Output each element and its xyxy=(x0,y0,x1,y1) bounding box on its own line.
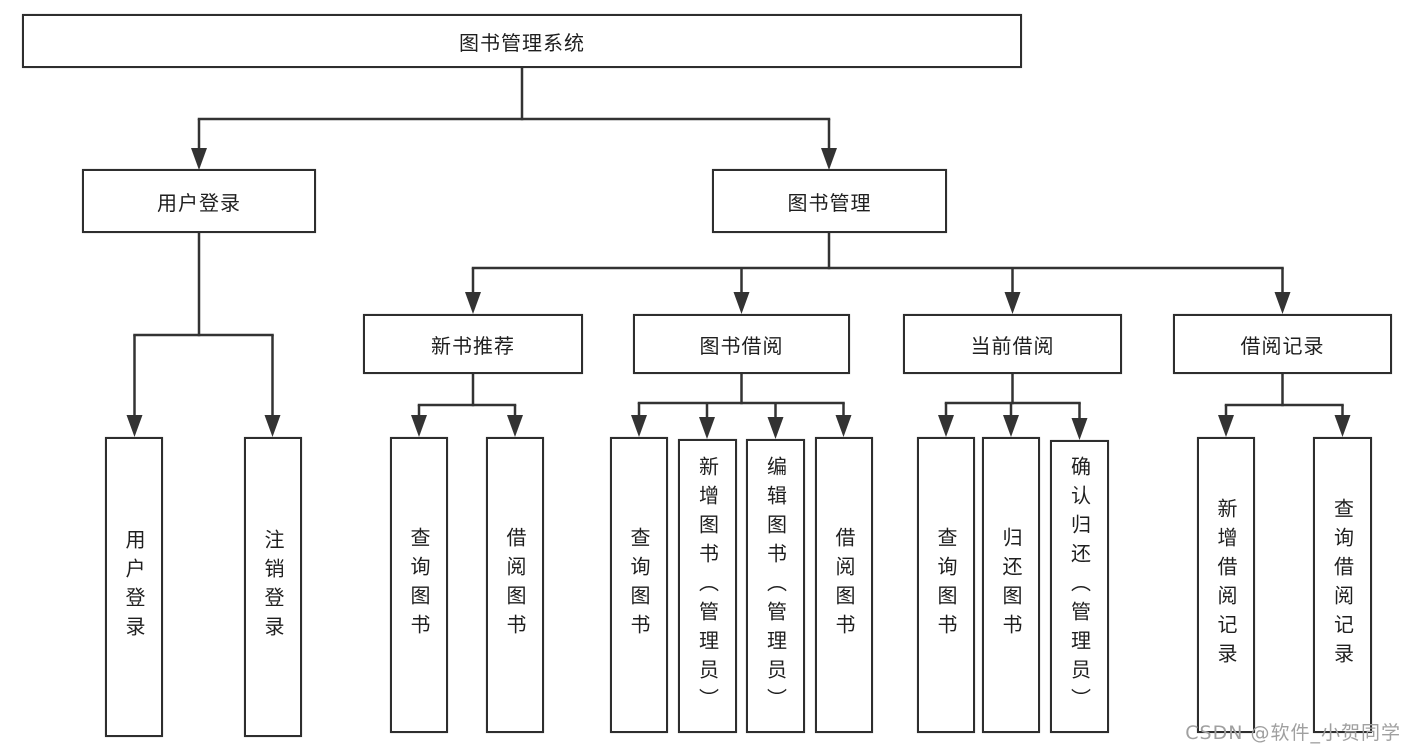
leaf-query-books-2-label: 查询图书 xyxy=(627,527,651,643)
leaf-confirm-return-admin-label: 确认归还（管理员） xyxy=(1067,456,1092,717)
node-library-management-system: 图书管理系统 xyxy=(22,14,1022,68)
leaf-return-books: 归还图书 xyxy=(982,437,1040,733)
leaf-query-books-2: 查询图书 xyxy=(610,437,668,733)
leaf-add-borrow-record-label: 新增借阅记录 xyxy=(1214,498,1238,672)
leaf-query-borrow-record-label: 查询借阅记录 xyxy=(1330,498,1355,672)
arrowheads xyxy=(126,148,1351,440)
leaf-confirm-return-admin: 确认归还（管理员） xyxy=(1050,440,1109,733)
node-new-book-recommendation-label: 新书推荐 xyxy=(431,333,515,358)
node-borrowing-records-label: 借阅记录 xyxy=(1240,333,1325,358)
leaf-query-borrow-record: 查询借阅记录 xyxy=(1313,437,1372,733)
leaf-add-books-admin-label: 新增图书（管理员） xyxy=(695,455,720,717)
leaf-return-books-label: 归还图书 xyxy=(999,527,1023,643)
node-library-management-system-label: 图书管理系统 xyxy=(459,30,585,55)
node-book-management: 图书管理 xyxy=(712,169,947,233)
leaf-query-books-1: 查询图书 xyxy=(390,437,448,733)
node-book-management-label: 图书管理 xyxy=(787,190,872,215)
node-user-login-label: 用户登录 xyxy=(157,190,241,215)
node-user-login: 用户登录 xyxy=(82,169,316,233)
leaf-query-books-3-label: 查询图书 xyxy=(934,527,958,643)
leaf-user-login: 用户登录 xyxy=(105,437,163,737)
leaf-user-login-label: 用户登录 xyxy=(122,529,146,645)
leaf-add-borrow-record: 新增借阅记录 xyxy=(1197,437,1255,733)
watermark-text: CSDN @软件_小贺同学 xyxy=(1185,722,1401,744)
node-book-borrowing-label: 图书借阅 xyxy=(699,333,784,358)
leaf-borrow-books-2: 借阅图书 xyxy=(815,437,873,733)
node-current-borrowing: 当前借阅 xyxy=(903,314,1122,374)
node-borrowing-records: 借阅记录 xyxy=(1173,314,1392,374)
leaf-query-books-3: 查询图书 xyxy=(917,437,975,733)
node-book-borrowing: 图书借阅 xyxy=(633,314,850,374)
node-new-book-recommendation: 新书推荐 xyxy=(363,314,583,374)
node-current-borrowing-label: 当前借阅 xyxy=(970,333,1055,358)
leaf-borrow-books-1-label: 借阅图书 xyxy=(503,527,527,643)
leaf-add-books-admin: 新增图书（管理员） xyxy=(678,439,737,733)
leaf-borrow-books-2-label: 借阅图书 xyxy=(832,527,856,643)
leaf-edit-books-admin: 编辑图书（管理员） xyxy=(746,439,805,733)
leaf-edit-books-admin-label: 编辑图书（管理员） xyxy=(763,455,788,717)
leaf-logout-login-label: 注销登录 xyxy=(261,529,285,645)
leaf-logout-login: 注销登录 xyxy=(244,437,302,737)
leaf-borrow-books-1: 借阅图书 xyxy=(486,437,544,733)
leaf-query-books-1-label: 查询图书 xyxy=(407,527,431,643)
